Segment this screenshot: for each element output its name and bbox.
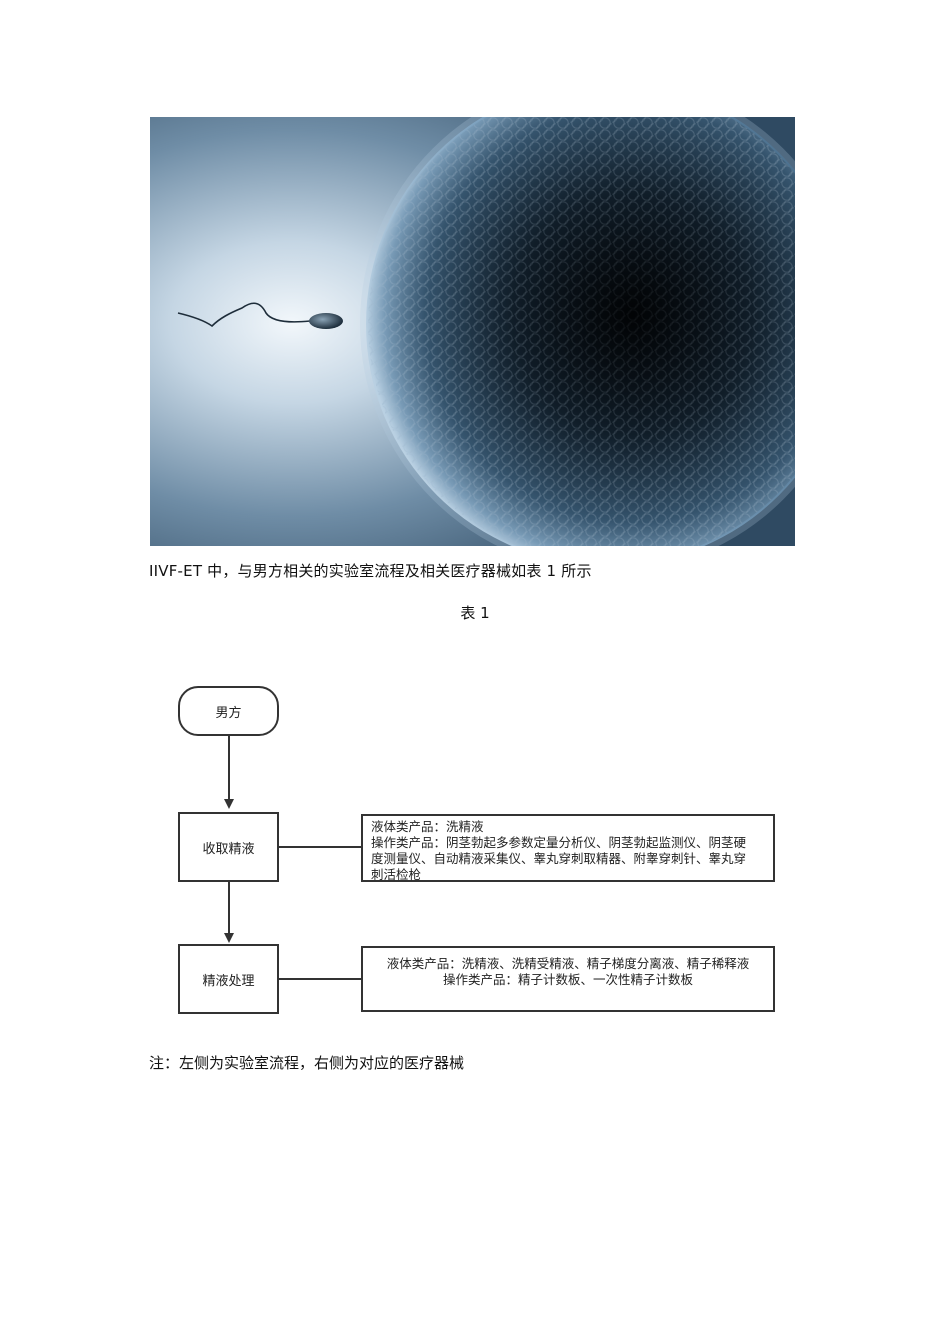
footnote: 注：左侧为实验室流程，右侧为对应的医疗器械 [149,1054,465,1072]
step-collect-semen: 收取精液 [178,812,279,882]
devices-line: 刺活检枪 [371,867,422,882]
start-node-male: 男方 [178,686,279,736]
devices-collect-semen: 液体类产品：洗精液 操作类产品：阴茎勃起多参数定量分析仪、阴茎勃起监测仪、阴茎硬… [361,814,775,882]
devices-line: 操作类产品：阴茎勃起多参数定量分析仪、阴茎勃起监测仪、阴茎硬 [371,835,747,850]
step-semen-processing: 精液处理 [178,944,279,1014]
intro-caption: IIVF-ET 中，与男方相关的实验室流程及相关医疗器械如表 1 所示 [149,562,592,580]
devices-semen-processing: 液体类产品：洗精液、洗精受精液、精子梯度分离液、精子稀释液 操作类产品：精子计数… [361,946,775,1012]
devices-line: 度测量仪、自动精液采集仪、睾丸穿刺取精器、附睾穿刺针、睾丸穿 [371,851,747,866]
sperm-egg-photo [150,117,795,546]
table-label: 表 1 [460,604,490,622]
devices-line: 液体类产品：洗精液、洗精受精液、精子梯度分离液、精子稀释液 [386,956,750,971]
devices-line: 液体类产品：洗精液 [371,819,484,834]
devices-line: 操作类产品：精子计数板、一次性精子计数板 [442,972,693,987]
